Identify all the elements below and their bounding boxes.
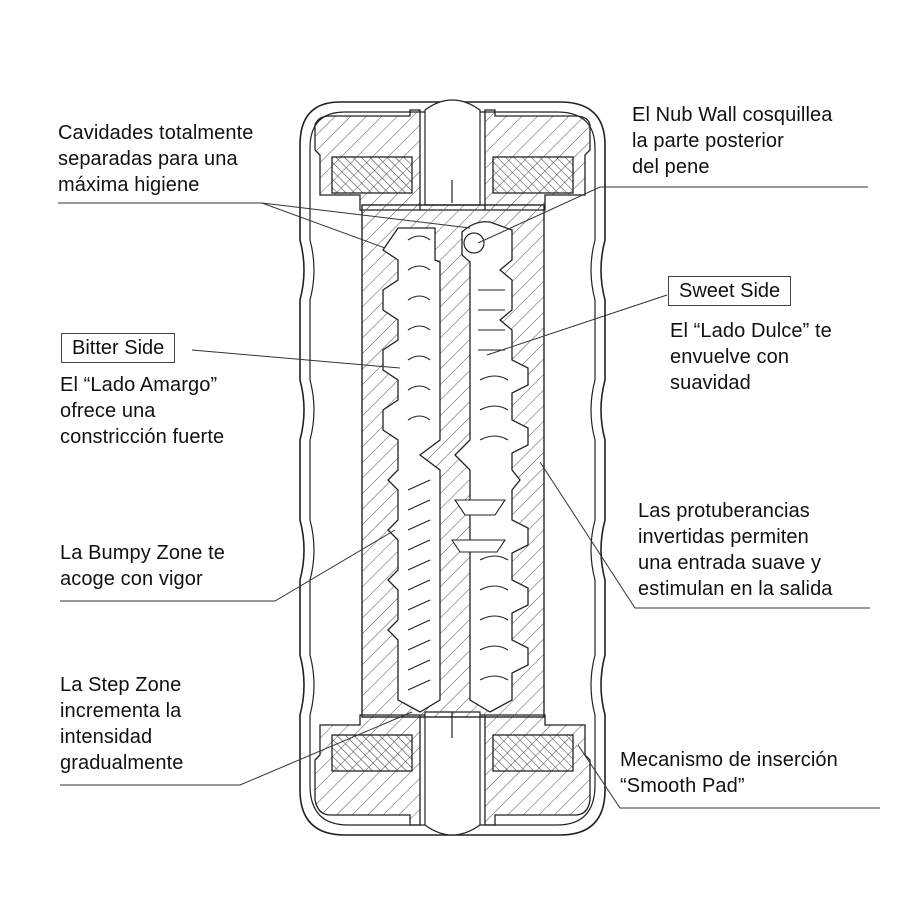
label-inverted-line: Las protuberancias [638,500,810,522]
bitter-side-tag: Bitter Side [61,333,176,363]
sweet-side-tag: Sweet Side [668,276,792,306]
label-nub-wall: El Nub Wall cosquillea la parte posterio… [632,102,832,180]
top-left-pad [331,156,413,194]
label-bitter-line: constricción fuerte [60,426,225,448]
label-sweet-desc: El “Lado Dulce” te envuelve con suavidad [670,318,832,396]
label-sweet-line: envuelve con [670,346,790,368]
outer-casing [299,101,606,836]
label-bumpy-line: La Bumpy Zone te [60,542,226,564]
label-hygiene-line: separadas para una [58,148,238,170]
label-hygiene: Cavidades totalmente separadas para una … [58,120,253,198]
label-inverted-line: invertidas permiten [638,526,809,548]
label-nub-wall-line: la parte posterior [632,130,784,152]
label-sweet-line: suavidad [670,372,751,394]
bottom-left-pad [331,734,413,772]
label-bumpy-line: acoge con vigor [60,568,203,590]
inner-sleeve [361,204,545,718]
nub-wall-bump [463,232,485,254]
sweet-canal [454,221,529,713]
label-bumpy-zone: La Bumpy Zone te acoge con vigor [60,540,225,592]
label-nub-wall-line: El Nub Wall cosquillea [632,104,833,126]
label-step-line: La Step Zone [60,674,182,696]
label-bitter-line: ofrece una [60,400,156,422]
leader-lines [58,186,880,809]
label-bitter-line: El “Lado Amargo” [60,374,218,396]
bottom-right-pad [492,734,574,772]
label-bitter-desc: El “Lado Amargo” ofrece una constricción… [60,372,224,450]
top-right-pad [492,156,574,194]
label-inverted-bumps: Las protuberancias invertidas permiten u… [638,498,833,602]
bitter-canal [382,227,441,713]
label-hygiene-line: Cavidades totalmente [58,122,254,144]
label-sweet-line: El “Lado Dulce” te [670,320,832,342]
label-step-line: incrementa la [60,700,182,722]
label-inverted-line: estimulan en la salida [638,578,833,600]
label-smooth-pad-line: “Smooth Pad” [620,775,745,797]
label-smooth-pad-line: Mecanismo de inserción [620,749,838,771]
label-step-zone: La Step Zone incrementa la intensidad gr… [60,672,184,776]
label-nub-wall-line: del pene [632,156,710,178]
label-step-line: gradualmente [60,752,184,774]
label-hygiene-line: máxima higiene [58,174,200,196]
inner-casing [309,111,596,826]
label-smooth-pad: Mecanismo de inserción “Smooth Pad” [620,747,838,799]
label-inverted-line: una entrada suave y [638,552,822,574]
label-step-line: intensidad [60,726,153,748]
